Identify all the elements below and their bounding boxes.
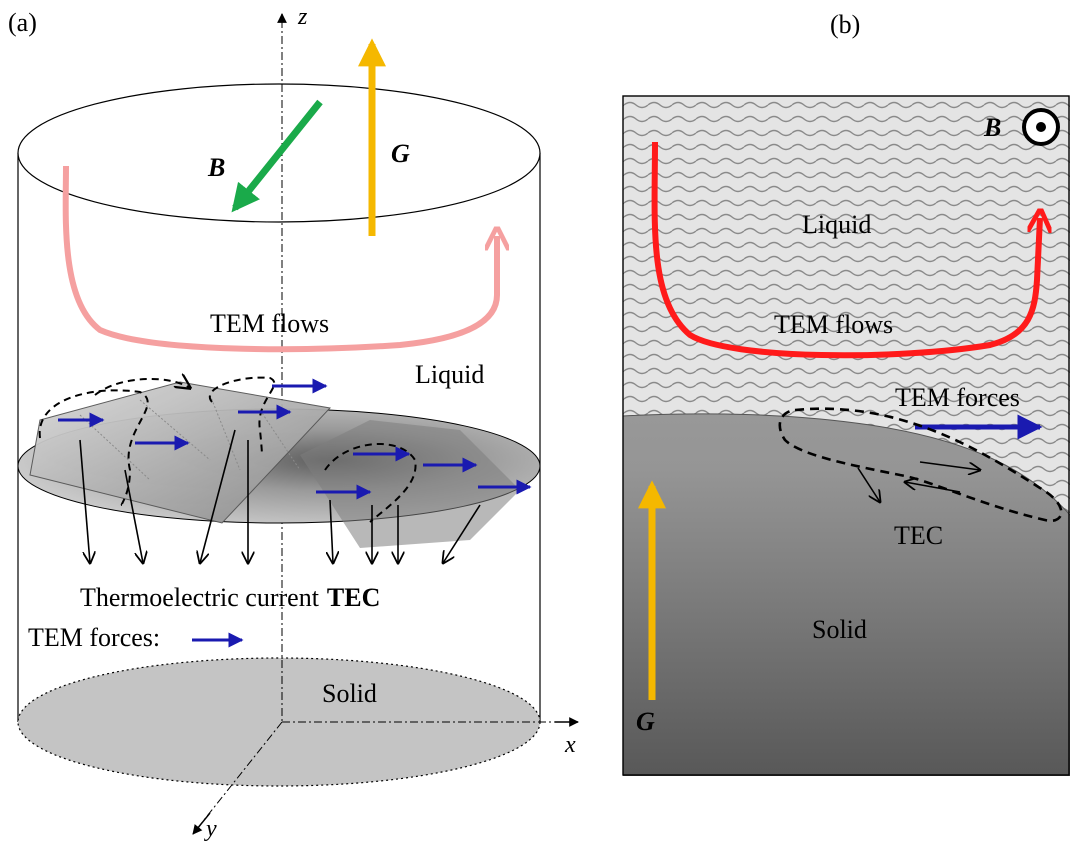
y-axis-arrow [192, 812, 211, 835]
tem-flows-label: TEM flows [210, 309, 329, 338]
panel-b-tag: (b) [830, 10, 860, 39]
y-axis-label: y [204, 816, 217, 842]
panel-b-tem-flow-loop [651, 141, 1040, 359]
tec-arrow-1 [79, 439, 90, 563]
z-axis-label: z [297, 4, 308, 30]
panel-b-tec-arrow-top [919, 461, 980, 470]
interface-line [622, 413, 1070, 516]
tec-down-arrows [79, 429, 481, 563]
tec-arrow-3 [200, 429, 236, 563]
panel-a-tag: (a) [8, 8, 37, 37]
panel-b-liquid-label: Liquid [802, 210, 871, 239]
liquid-label: Liquid [415, 360, 484, 389]
solid-label: Solid [322, 679, 377, 708]
interface-depression [300, 420, 520, 548]
solid-liquid-interface [17, 381, 541, 548]
magnetic-field-label: B [207, 153, 225, 182]
panel-a: (a) z x y B G TEM flows Liquid [8, 4, 579, 842]
panel-b-tem-forces-label: TEM forces [895, 383, 1020, 412]
tec-loop-center [208, 376, 276, 456]
x-axis-label: x [564, 732, 576, 758]
panel-b-tec-loop [778, 407, 1063, 523]
magnetic-field-arrow [231, 99, 323, 213]
panel-b-solid-label: Solid [812, 615, 867, 644]
tem-forces-legend-label: TEM forces: [28, 623, 160, 652]
tem-flow-loop [62, 165, 497, 353]
tec-arrow-2 [124, 469, 143, 563]
tec-arrow-5 [330, 499, 333, 563]
interface-facet-left [29, 381, 331, 524]
tem-force-arrows [58, 378, 532, 500]
tec-loop-top [94, 379, 190, 396]
panel-b-frame [622, 95, 1070, 776]
panel-b-tec-label: TEC [894, 521, 943, 550]
panel-b-tec-arrow-bottom [905, 482, 961, 493]
tec-loop-left [38, 389, 149, 506]
y-axis-line [195, 721, 283, 831]
gravity-label: G [391, 139, 410, 168]
panel-b-tem-flows-label: TEM flows [774, 310, 893, 339]
panel-b-G-label: G [636, 707, 655, 736]
panel-b-tec-arrow-down [857, 467, 880, 502]
panel-b: (b) B Liquid TEM flows TEM forces TEC So… [622, 10, 1070, 776]
panel-b-B-label: B [983, 113, 1001, 142]
field-out-of-page-dot [1036, 122, 1046, 132]
liquid-region [623, 96, 1070, 515]
tec-arrow-8 [443, 504, 481, 563]
tec-loop-right [324, 443, 417, 523]
